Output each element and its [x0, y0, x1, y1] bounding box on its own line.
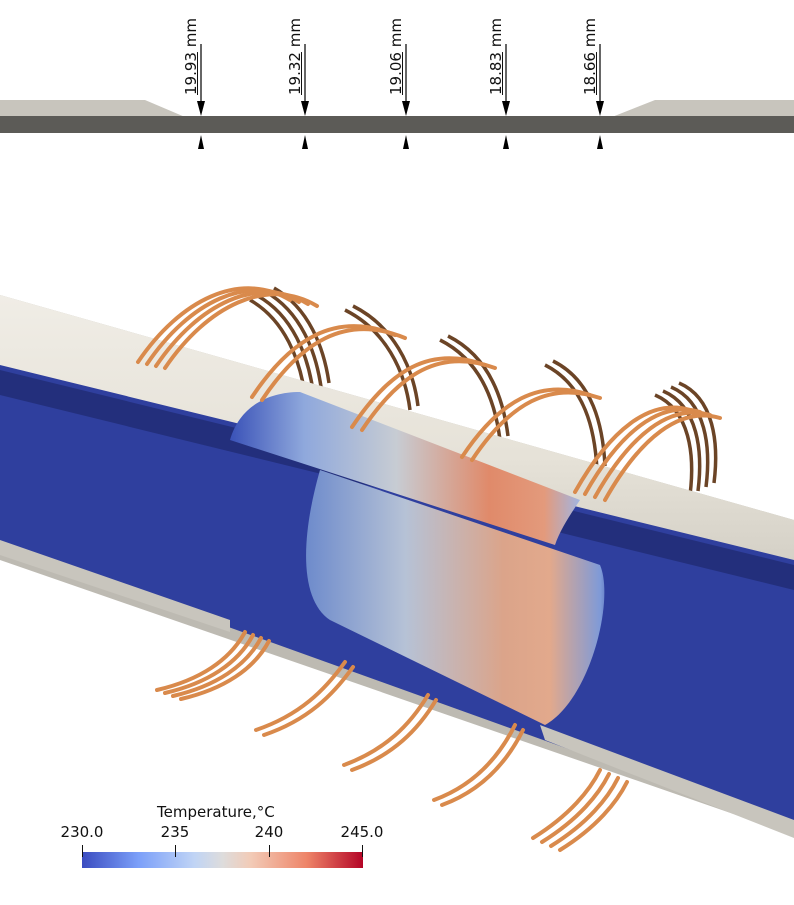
dimension-unit: mm — [387, 18, 405, 48]
cross-section-profile — [0, 100, 794, 133]
legend-tick-label: 245.0 — [340, 823, 384, 841]
dimension-label-1: 19.93 mm — [182, 18, 200, 95]
tube-body — [0, 295, 794, 838]
legend-tick — [269, 845, 270, 857]
dimension-unit: mm — [487, 18, 505, 48]
dimension-arrow-3 — [402, 44, 410, 149]
coil-bottom-legs — [155, 630, 629, 852]
dimension-value: 19.93 — [182, 52, 200, 95]
legend-title: Temperature,°C — [157, 803, 275, 821]
dimension-label-3: 19.06 mm — [387, 18, 405, 95]
dimension-value: 19.32 — [286, 52, 304, 95]
dimension-arrow-5 — [596, 44, 604, 149]
dimension-label-5: 18.66 mm — [581, 18, 599, 95]
dimension-arrows — [197, 44, 604, 149]
dimension-value: 18.83 — [487, 52, 505, 95]
coil-front-arcs — [136, 286, 722, 502]
dimension-unit: mm — [581, 18, 599, 48]
legend-tick — [175, 845, 176, 857]
dimension-value: 18.66 — [581, 52, 599, 95]
dimension-label-2: 19.32 mm — [286, 18, 304, 95]
dimension-label-4: 18.83 mm — [487, 18, 505, 95]
legend-tick-label: 235 — [160, 823, 190, 841]
legend-tick-label: 230.0 — [60, 823, 104, 841]
dimension-value: 19.06 — [387, 52, 405, 95]
dimension-unit: mm — [286, 18, 304, 48]
color-legend: Temperature,°C 230.0 235 240 245.0 — [50, 800, 390, 880]
dimension-arrow-2 — [301, 44, 309, 149]
legend-tick-label: 240 — [254, 823, 284, 841]
colorbar — [82, 852, 363, 868]
dimension-arrow-4 — [502, 44, 510, 149]
legend-tick — [82, 845, 83, 857]
dimension-arrow-1 — [197, 44, 205, 149]
legend-tick — [362, 845, 363, 857]
dimension-unit: mm — [182, 18, 200, 48]
